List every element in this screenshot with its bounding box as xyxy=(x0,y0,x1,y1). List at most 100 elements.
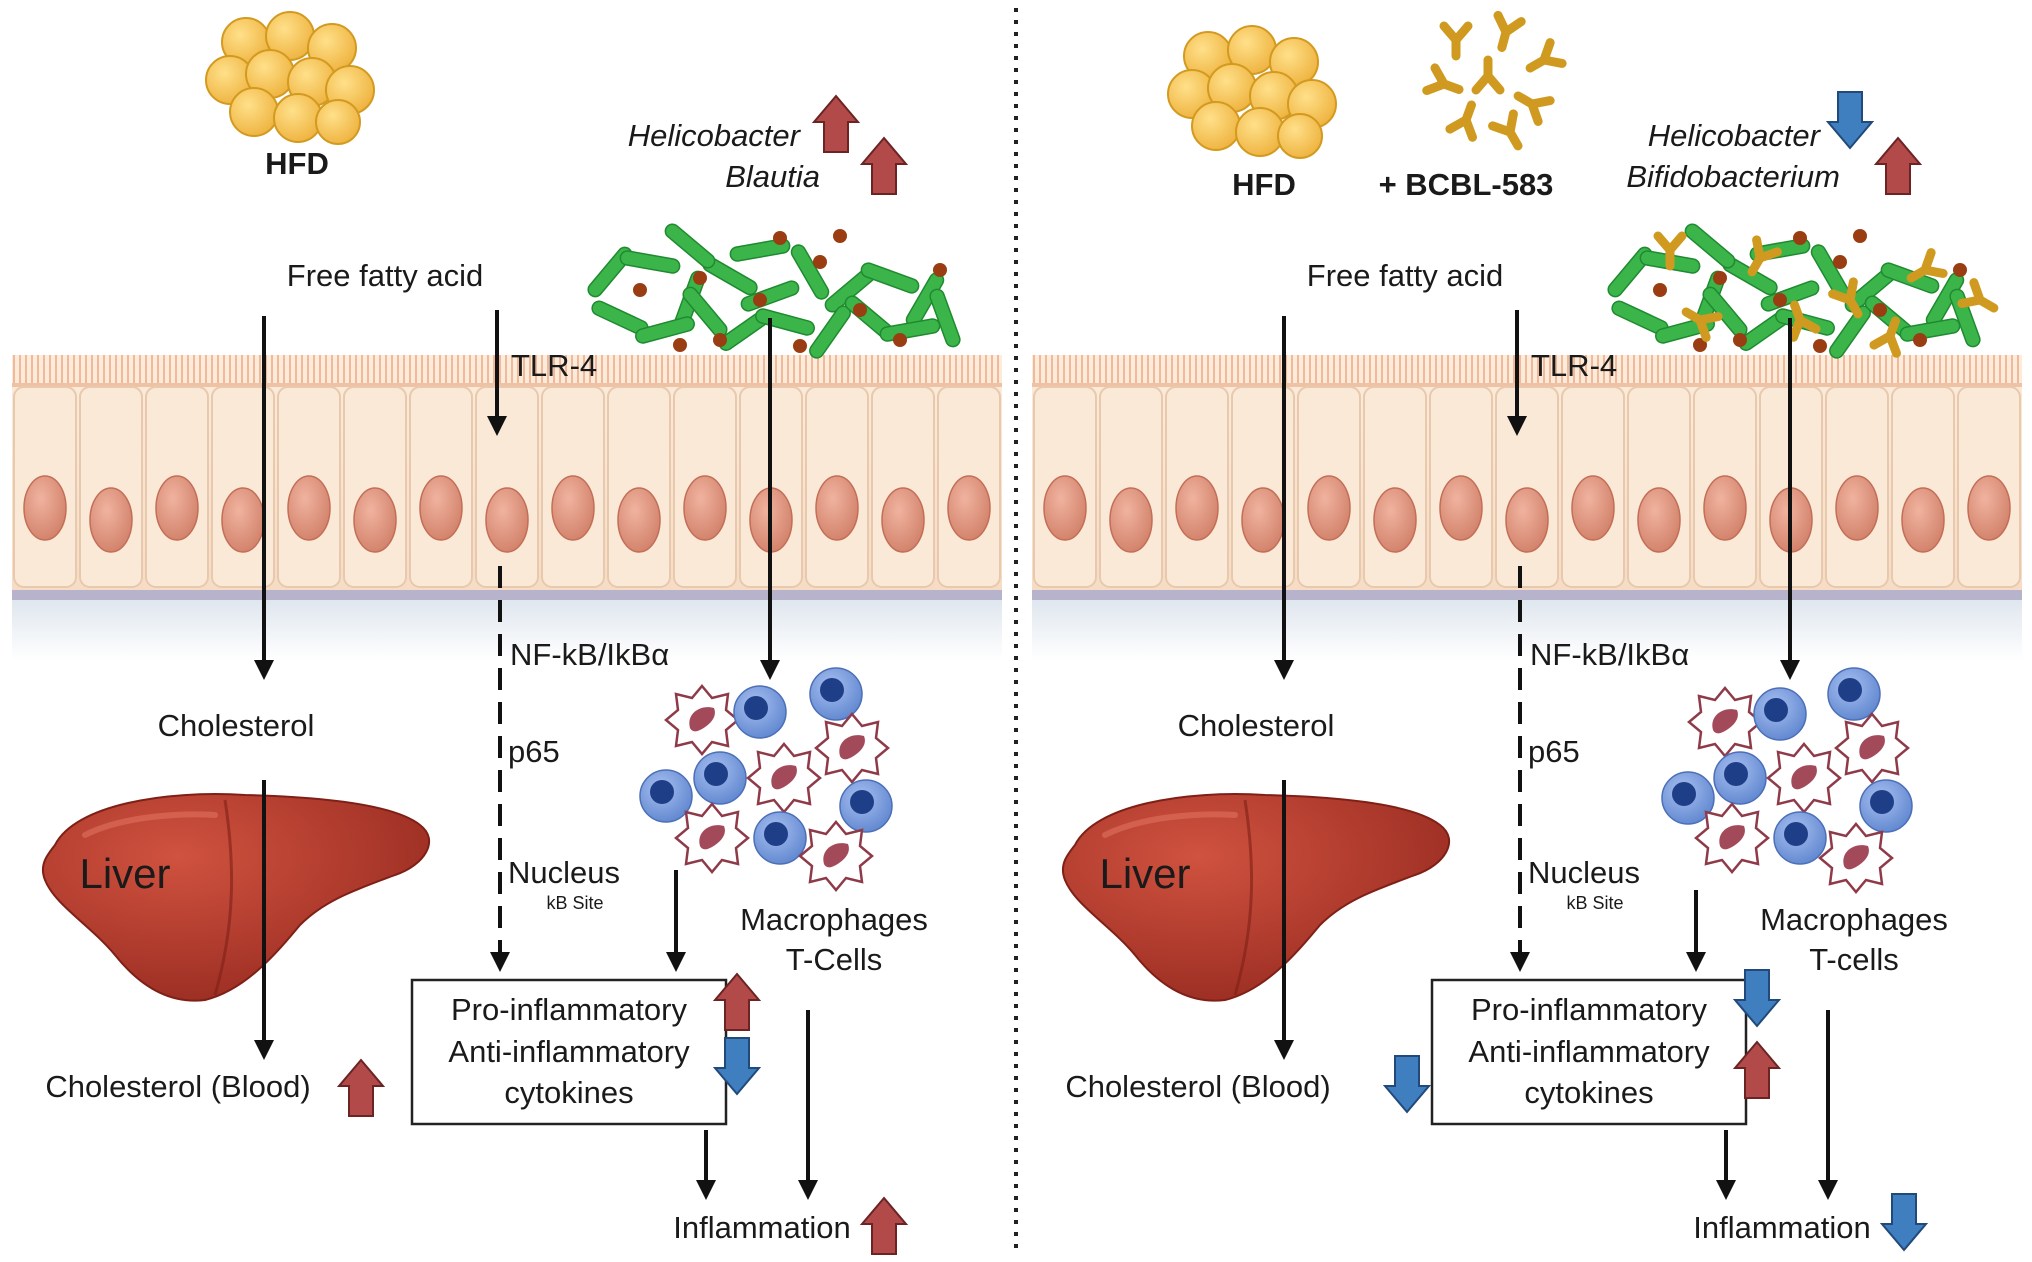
antibody-cluster-icon xyxy=(1427,15,1562,151)
cell-nucleus xyxy=(881,487,925,553)
macrophage-cell xyxy=(1818,822,1894,894)
coccus-bacterium xyxy=(713,333,727,347)
tlr4-label: TLR-4 xyxy=(511,348,597,383)
t-cell xyxy=(1773,811,1827,865)
cholesterol-label: Cholesterol xyxy=(158,708,315,743)
immune-cell-cluster xyxy=(639,667,893,892)
nfkb-label: NF-kB/IkBα xyxy=(510,637,669,672)
cell-nucleus xyxy=(1967,475,2011,541)
cell-nucleus xyxy=(353,487,397,553)
bacteria-2-label: Bifidobacterium xyxy=(1626,159,1840,194)
cytokine-box: Pro-inflammatoryAnti-inflammatorycytokin… xyxy=(1430,969,1780,1126)
coccus-bacterium xyxy=(813,255,827,269)
treatment-extra-label: + BCBL-583 xyxy=(1379,167,1554,202)
cholesterol-blood-label: Cholesterol (Blood) xyxy=(45,1069,310,1104)
panel-hfd-bcbl583: HFD+ BCBL-583HelicobacterBifidobacterium… xyxy=(1032,15,2022,1251)
cell-nucleus xyxy=(1373,487,1417,553)
nfkb-label: NF-kB/IkBα xyxy=(1530,637,1689,672)
kb-site-label: kB Site xyxy=(1566,893,1623,913)
t-cell xyxy=(1753,687,1807,741)
cholesterol-blood-change-arrow xyxy=(338,1059,384,1117)
cell-nucleus xyxy=(1241,487,1285,553)
inflammation-change-arrow xyxy=(1881,1193,1927,1251)
t-cell xyxy=(639,769,693,823)
cell-nucleus xyxy=(1505,487,1549,553)
basement-membrane xyxy=(1032,590,2022,600)
coccus-bacterium xyxy=(1793,231,1807,245)
cell-nucleus xyxy=(1571,475,1615,541)
gut-microbiota-cluster xyxy=(1604,220,2000,362)
liver-label: Liver xyxy=(79,850,170,897)
cholesterol-label: Cholesterol xyxy=(1178,708,1335,743)
bacteria-1-label: Helicobacter xyxy=(1648,118,1822,153)
inflammation-label: Inflammation xyxy=(673,1210,850,1245)
cell-nucleus xyxy=(287,475,331,541)
macrophage-cell xyxy=(664,684,740,756)
anti-inflammatory-label: Anti-inflammatory xyxy=(448,1034,690,1069)
coccus-bacterium xyxy=(1853,229,1867,243)
tcells-label: T-Cells xyxy=(786,942,882,977)
intestinal-epithelium xyxy=(12,355,1002,660)
cell-nucleus xyxy=(683,475,727,541)
coccus-bacterium xyxy=(1953,263,1967,277)
basement-membrane xyxy=(12,590,1002,600)
bacteria-2-change-arrow xyxy=(1875,137,1921,195)
anti-inflammatory-label: Anti-inflammatory xyxy=(1468,1034,1710,1069)
coccus-bacterium xyxy=(673,338,687,352)
cell-nucleus xyxy=(221,487,265,553)
t-cell xyxy=(1827,667,1881,721)
cell-nucleus xyxy=(947,475,991,541)
macrophage-cell xyxy=(746,742,822,814)
coccus-bacterium xyxy=(833,229,847,243)
coccus-bacterium xyxy=(1913,333,1927,347)
cell-nucleus xyxy=(617,487,661,553)
cell-nucleus xyxy=(1043,475,1087,541)
kb-site-label: kB Site xyxy=(546,893,603,913)
treatment-label: HFD xyxy=(265,146,329,181)
inflammation-label: Inflammation xyxy=(1693,1210,1870,1245)
bacteria-2-change-arrow xyxy=(861,137,907,195)
coccus-bacterium xyxy=(1813,339,1827,353)
free-fatty-acid-label: Free fatty acid xyxy=(1307,258,1503,293)
tcells-label: T-cells xyxy=(1809,942,1899,977)
macrophages-label: Macrophages xyxy=(740,902,928,937)
coccus-bacterium xyxy=(893,333,907,347)
macrophage-cell xyxy=(1834,712,1910,784)
inflammation-change-arrow xyxy=(861,1197,907,1255)
coccus-bacterium xyxy=(1653,283,1667,297)
macrophage-cell xyxy=(1766,742,1842,814)
coccus-bacterium xyxy=(773,231,787,245)
cell-nucleus xyxy=(1637,487,1681,553)
cell-nucleus xyxy=(1901,487,1945,553)
coccus-bacterium xyxy=(1713,271,1727,285)
coccus-bacterium xyxy=(1833,255,1847,269)
coccus-bacterium xyxy=(853,303,867,317)
macrophages-label: Macrophages xyxy=(1760,902,1948,937)
coccus-bacterium xyxy=(693,271,707,285)
rod-bacterium xyxy=(633,314,697,346)
bacteria-1-label: Helicobacter xyxy=(628,118,802,153)
nucleus-label: Nucleus xyxy=(1528,855,1640,890)
macrophage-cell xyxy=(798,820,874,892)
cholesterol-blood-label: Cholesterol (Blood) xyxy=(1065,1069,1330,1104)
t-cell xyxy=(693,751,747,805)
p65-label: p65 xyxy=(508,734,560,769)
liver-label: Liver xyxy=(1099,850,1190,897)
cytokines-label: cytokines xyxy=(504,1075,633,1110)
fat-droplet-cluster-icon xyxy=(1167,25,1337,159)
gut-microbiota-cluster xyxy=(584,220,963,362)
coccus-bacterium xyxy=(933,263,947,277)
nucleus-label: Nucleus xyxy=(508,855,620,890)
pro-inflammatory-label: Pro-inflammatory xyxy=(451,992,687,1027)
cell-nucleus xyxy=(485,487,529,553)
cell-nucleus xyxy=(815,475,859,541)
intestinal-epithelium xyxy=(1032,355,2022,660)
cell-nucleus xyxy=(419,475,463,541)
cytokines-label: cytokines xyxy=(1524,1075,1653,1110)
coccus-bacterium xyxy=(1693,338,1707,352)
cell-nucleus xyxy=(1307,475,1351,541)
fat-droplet-cluster-icon xyxy=(205,11,375,145)
